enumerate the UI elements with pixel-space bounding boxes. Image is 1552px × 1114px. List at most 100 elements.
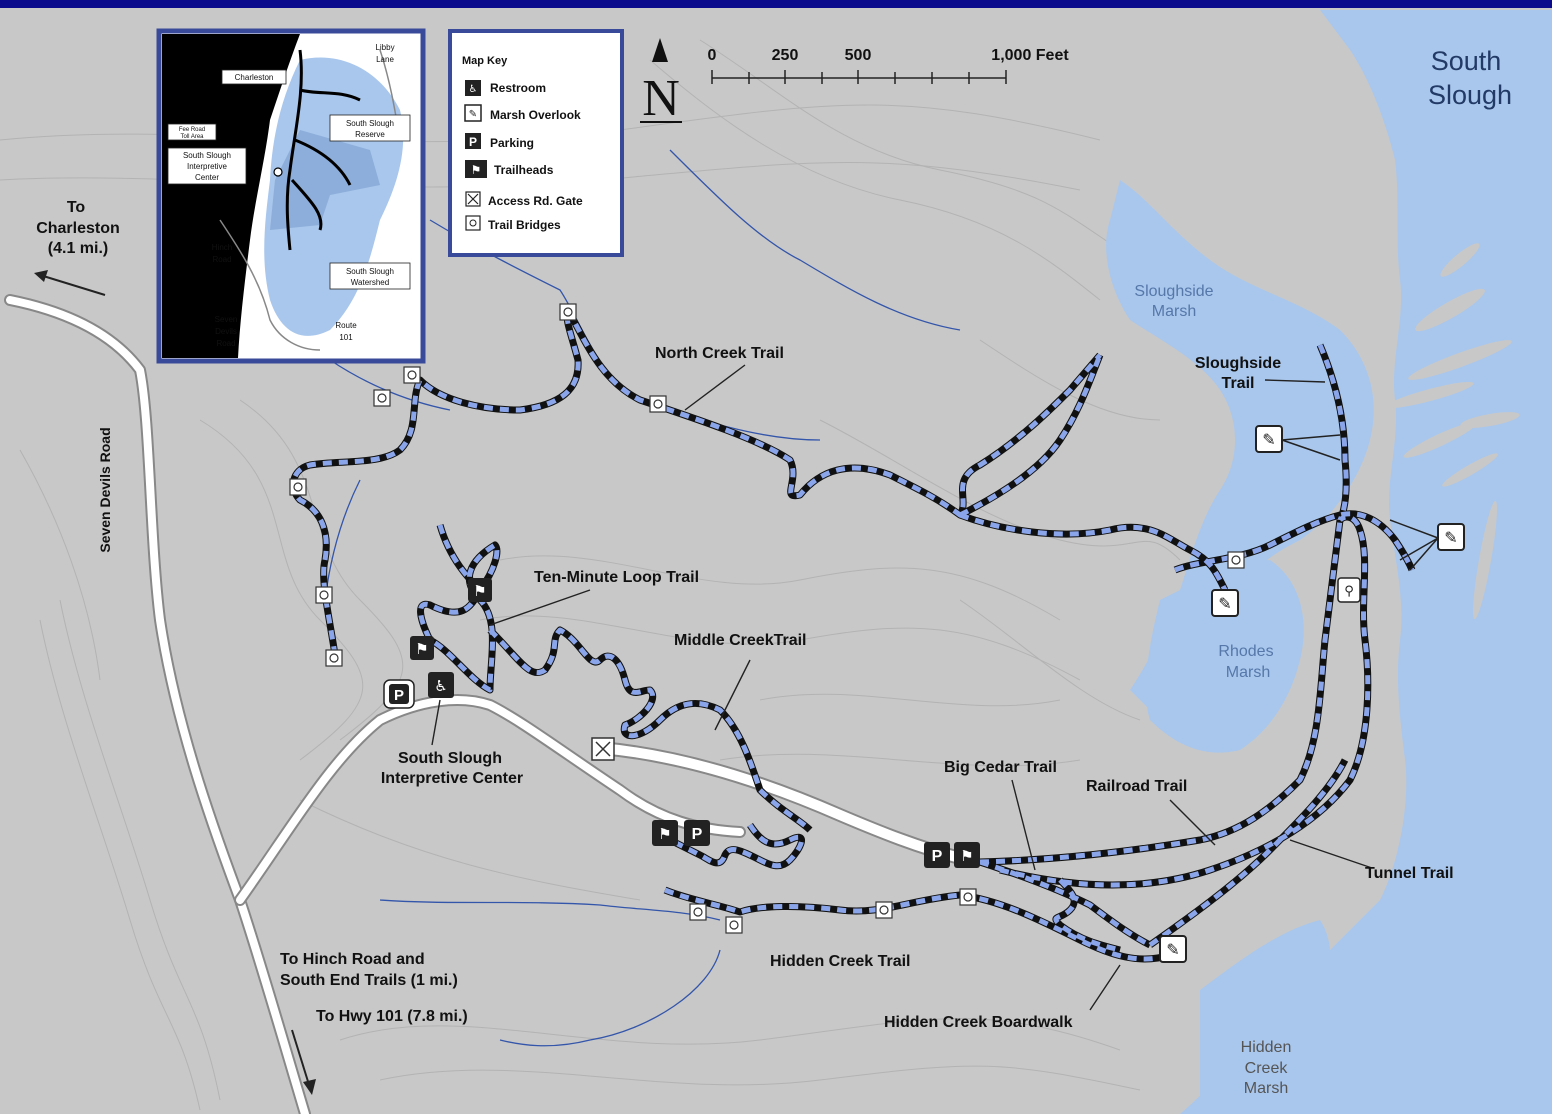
inset-seven-devils-label-1: Seven (215, 315, 238, 324)
parking-icon: P (465, 133, 481, 149)
trail-bridge-icon[interactable] (689, 903, 707, 921)
inset-center-label-3: Center (195, 173, 219, 182)
hidden-creek-marsh-label-3: Marsh (1244, 1080, 1288, 1097)
trail-bridges (289, 303, 1245, 934)
trailhead-icon[interactable]: ⚑ (468, 578, 492, 602)
trail-labels: North Creek Trail Sloughside Trail Ten-M… (534, 345, 1454, 1031)
svg-text:P: P (394, 687, 404, 704)
south-slough-label-1: South (1431, 46, 1502, 76)
scale-tick-250: 250 (772, 47, 799, 64)
svg-text:⚑: ⚑ (473, 582, 486, 600)
south-slough-label-2: Slough (1428, 80, 1512, 110)
arrow-to-hwy101-icon (291, 1029, 311, 1089)
trailhead-icon[interactable]: ⚑ (652, 820, 678, 846)
map-symbols: ⚑ ⚑ P ♿ ⚑ P P ⚑ ⚲ (383, 577, 1361, 868)
leader-lines (431, 364, 1373, 1011)
trailhead-icon[interactable]: ⚑ (410, 636, 434, 660)
header-bar (0, 0, 1552, 8)
inset-center-label-2: Interpretive (187, 162, 228, 171)
access-gate-icon[interactable] (591, 737, 615, 761)
scale-tick-0: 0 (708, 47, 717, 64)
railroad-trail-label: Railroad Trail (1086, 778, 1187, 795)
inset-map: Charleston Libby Lane South Slough Reser… (156, 28, 426, 364)
scale-tick-1000: 1,000 Feet (991, 47, 1069, 64)
inset-route101-label-2: 101 (339, 333, 353, 342)
svg-text:⚲: ⚲ (1344, 584, 1354, 599)
roads (4, 294, 967, 1114)
marsh-overlooks: ✎ ✎ ✎ ✎ (1159, 425, 1465, 963)
parking-icon[interactable]: P (684, 820, 710, 846)
svg-text:♿: ♿ (434, 677, 447, 695)
svg-text:⚑: ⚑ (960, 847, 973, 865)
svg-text:♿: ♿ (469, 84, 478, 95)
trail-bridge-icon[interactable] (1227, 551, 1245, 569)
inset-fee-label-2: Toll Area (180, 134, 204, 140)
big-cedar-trail-label: Big Cedar Trail (944, 759, 1057, 776)
trail-bridge-icon[interactable] (289, 478, 307, 496)
parking-icon[interactable]: P (924, 842, 950, 868)
svg-text:✎: ✎ (1262, 430, 1275, 449)
marsh-overlook-icon[interactable]: ✎ (1159, 935, 1187, 963)
inset-reserve (270, 130, 380, 230)
scale-tick-500: 500 (845, 47, 872, 64)
marsh-overlook-icon[interactable]: ✎ (1255, 425, 1283, 453)
trail-bridge-icon[interactable] (559, 303, 577, 321)
sloughside-marsh-label-2: Marsh (1152, 303, 1196, 320)
middle-creek-trail-label: Middle CreekTrail (674, 632, 807, 649)
map-key-trailheads: Trailheads (494, 163, 554, 177)
sloughside-trail-label-2: Trail (1222, 375, 1255, 392)
svg-text:✎: ✎ (1218, 594, 1231, 613)
inset-charleston-label: Charleston (235, 73, 274, 82)
to-charleston-label-2: Charleston (36, 220, 120, 237)
trail-bridge-icon (465, 215, 481, 231)
trail-bridge-icon[interactable] (403, 366, 421, 384)
svg-text:✎: ✎ (1166, 940, 1179, 959)
trail-bridge-icon[interactable] (959, 888, 977, 906)
north-label: N (642, 70, 680, 127)
trailhead-icon[interactable]: ⚑ (954, 842, 980, 868)
marsh-overlook-icon[interactable]: ✎ (1437, 523, 1465, 551)
trail-bridge-icon[interactable] (649, 395, 667, 413)
inset-ocean (162, 34, 300, 358)
svg-text:⚑: ⚑ (471, 163, 482, 177)
restroom-icon[interactable]: ⚲ (1337, 577, 1361, 603)
inset-reserve-label-1: South Slough (346, 119, 394, 128)
svg-text:⚑: ⚑ (415, 640, 428, 658)
svg-text:✎: ✎ (1444, 528, 1457, 547)
svg-text:P: P (932, 848, 943, 865)
hidden-creek-marsh-label-1: Hidden (1241, 1039, 1292, 1056)
svg-text:P: P (469, 135, 477, 149)
to-charleston-label-3: (4.1 mi.) (48, 240, 108, 257)
scale-bar: 0 250 500 1,000 Feet (708, 47, 1069, 84)
sloughside-marsh-label-1: Sloughside (1134, 283, 1213, 300)
trail-bridge-icon[interactable] (315, 586, 333, 604)
hidden-creek-boardwalk-label: Hidden Creek Boardwalk (884, 1014, 1073, 1031)
north-arrow: N (640, 38, 682, 127)
inset-libby-lane-label-1: Libby (375, 43, 394, 52)
svg-text:✎: ✎ (469, 109, 477, 120)
inset-libby-lane-label-2: Lane (376, 55, 394, 64)
restroom-icon[interactable]: ♿ (428, 672, 454, 698)
inset-route101-label-1: Route (335, 321, 357, 330)
rhodes-marsh-label-1: Rhodes (1218, 643, 1273, 660)
interpretive-center-label-2: Interpretive Center (381, 770, 523, 787)
seven-devils-road-label: Seven Devils Road (97, 427, 113, 552)
map-key-restroom: Restroom (490, 81, 546, 95)
inset-hinch-label-2: Road (212, 255, 231, 264)
water-labels: South Slough Sloughside Marsh Rhodes Mar… (1134, 46, 1512, 1097)
parking-icon[interactable]: P (383, 679, 415, 709)
trail-bridge-icon[interactable] (373, 389, 391, 407)
trail-bridge-icon[interactable] (325, 649, 343, 667)
trail-bridge-icon[interactable] (875, 901, 893, 919)
arrow-to-charleston-icon (39, 274, 106, 296)
direction-arrows (34, 270, 316, 1095)
to-hinch-road-label-1: To Hinch Road and (280, 951, 425, 968)
access-gate-icon (465, 191, 481, 207)
sloughside-trail-label-1: Sloughside (1195, 355, 1281, 372)
trail-bridge-icon[interactable] (725, 916, 743, 934)
trailhead-icon: ⚑ (465, 160, 487, 178)
marsh-overlook-icon[interactable]: ✎ (1211, 589, 1239, 617)
inset-slough (285, 49, 361, 251)
hidden-creek-marsh-water (1200, 920, 1331, 1110)
